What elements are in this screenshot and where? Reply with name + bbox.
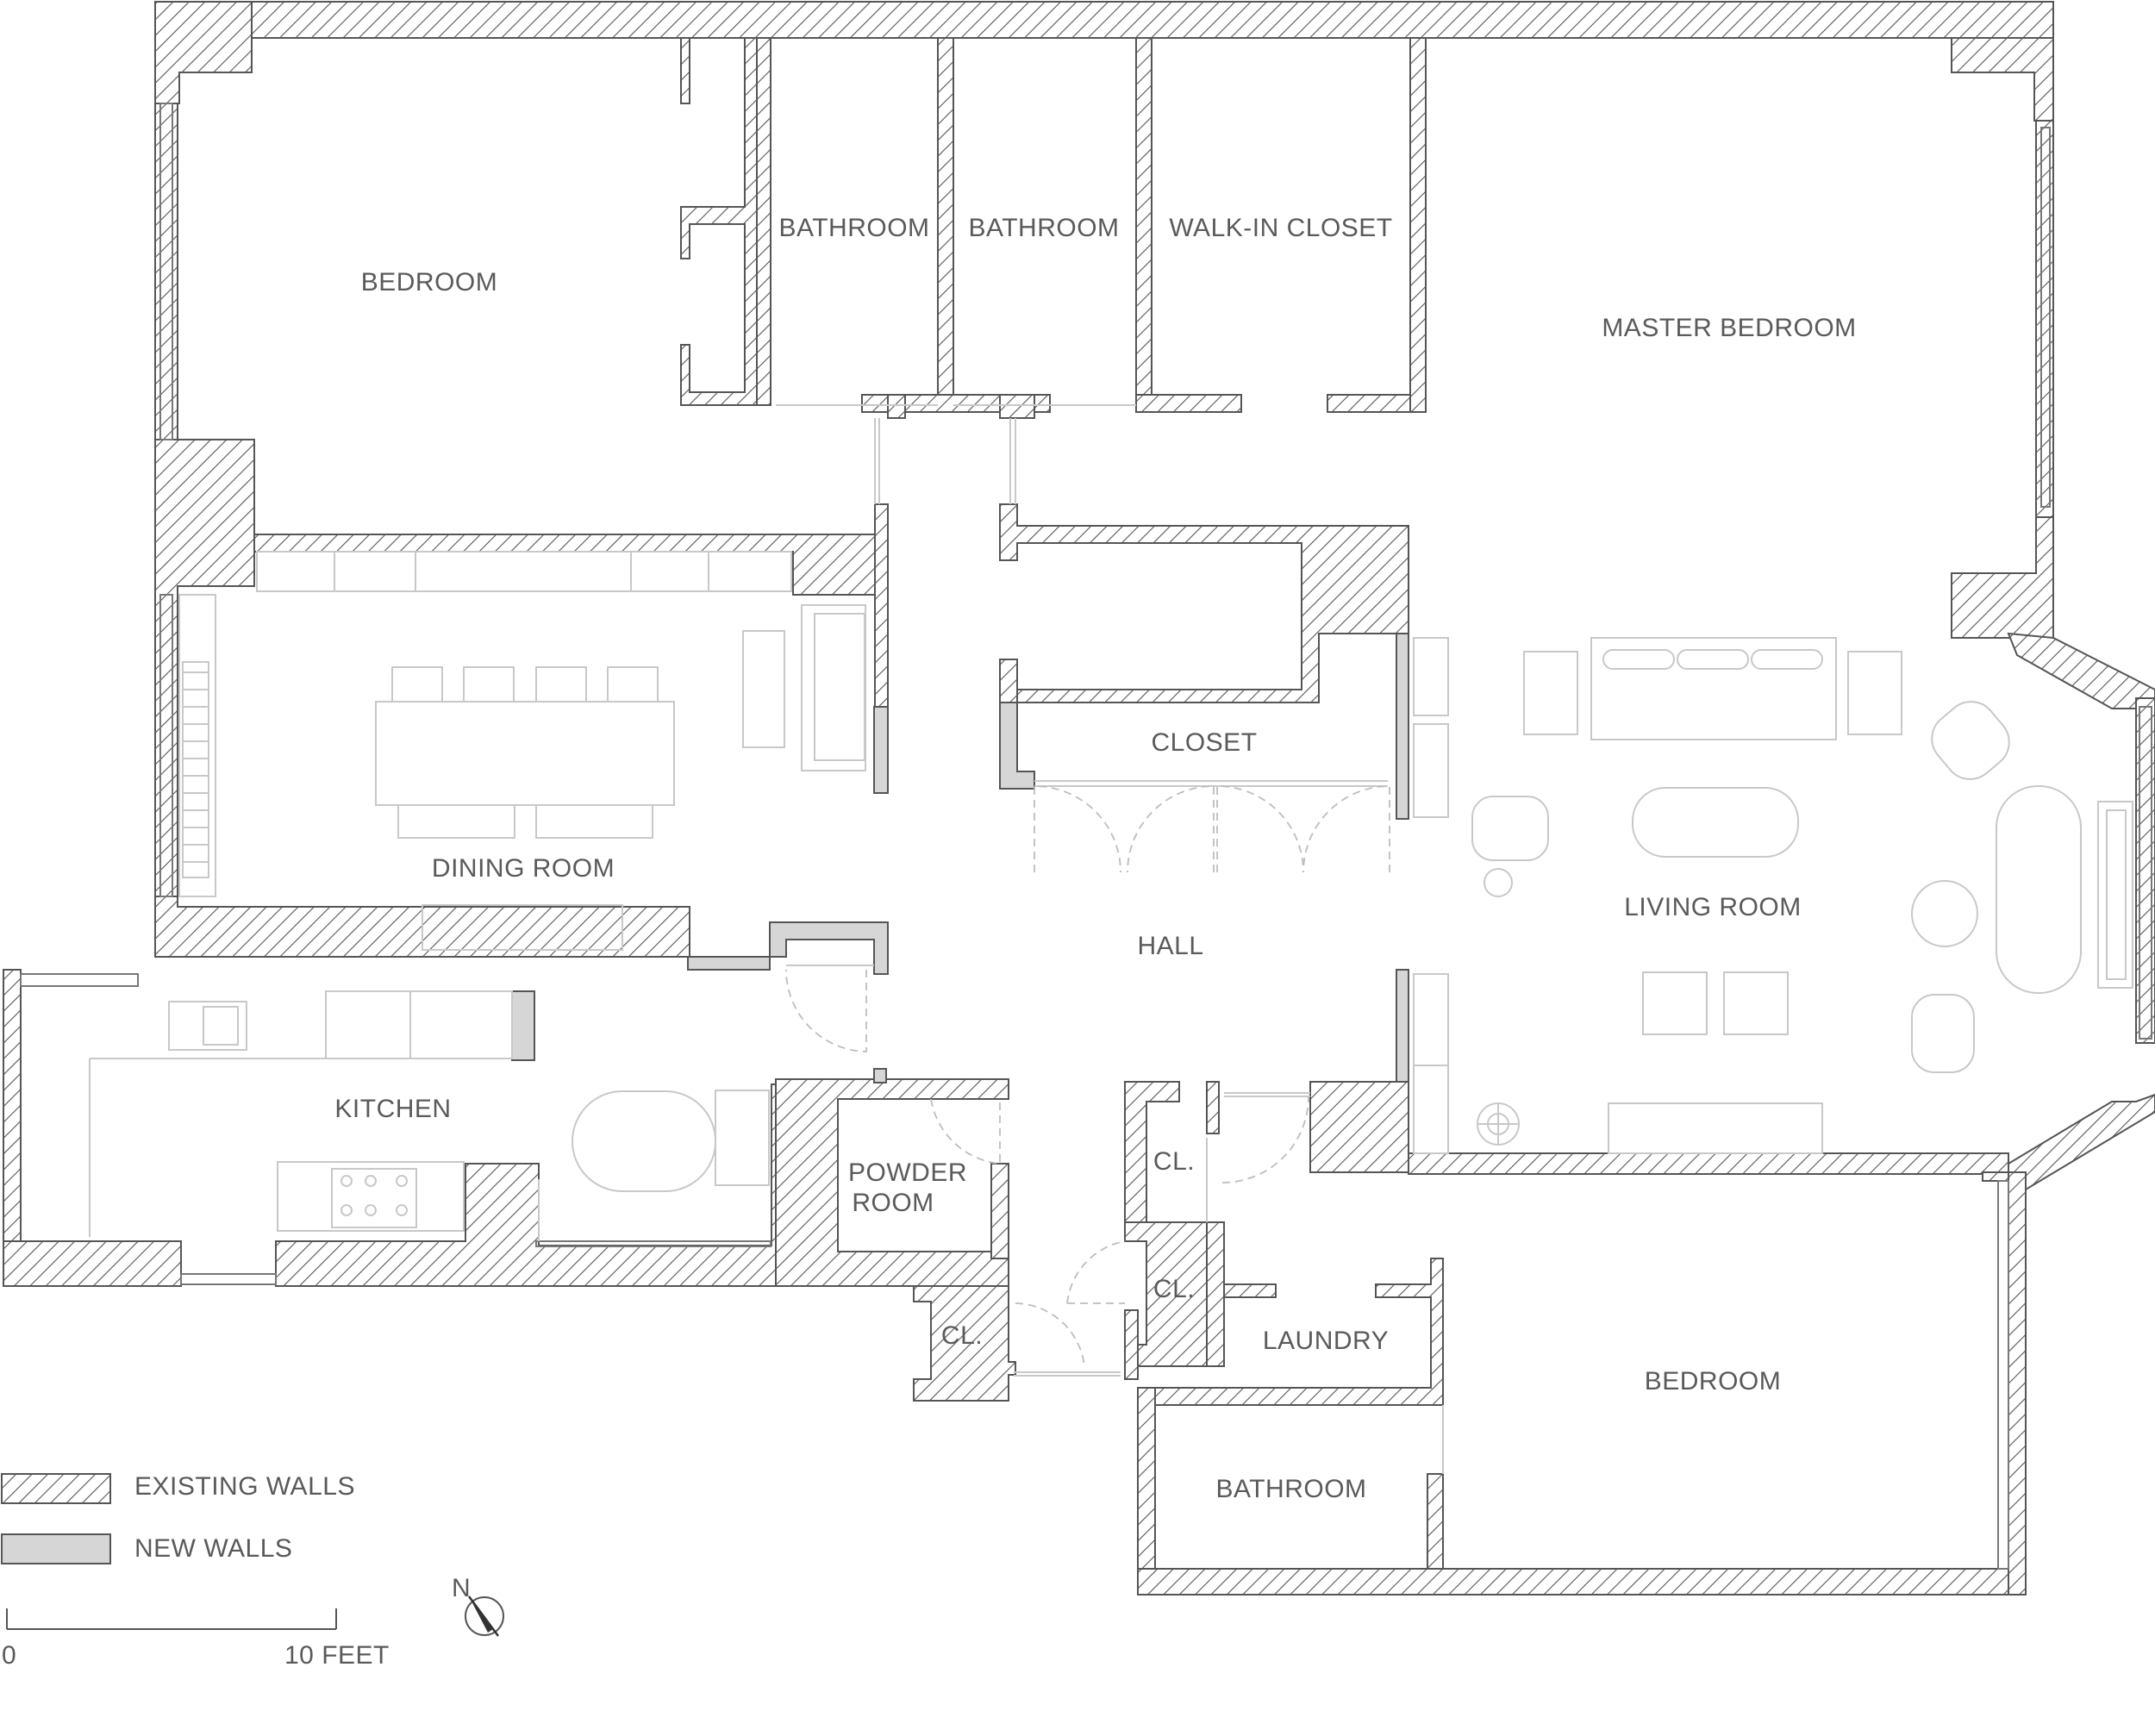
legend: EXISTING WALLS NEW WALLS	[1, 1472, 355, 1564]
label-powder-room-line1: POWDER	[848, 1158, 967, 1187]
label-powder-room-line2: ROOM	[852, 1189, 934, 1217]
north-label: N	[452, 1574, 471, 1602]
windows	[20, 103, 2152, 1570]
label-cl-3: CL.	[941, 1321, 983, 1350]
legend-existing-label: EXISTING WALLS	[134, 1472, 355, 1501]
label-cl-1: CL.	[1153, 1147, 1195, 1176]
label-laundry: LAUNDRY	[1263, 1327, 1389, 1355]
scale-bar	[6, 1608, 337, 1630]
door-swings	[785, 785, 1390, 1367]
legend-new-label: NEW WALLS	[134, 1534, 292, 1563]
label-bedroom-nw: BEDROOM	[361, 268, 498, 297]
north-arrow-icon	[465, 1595, 504, 1637]
scale-end-label: 10 FEET	[284, 1641, 390, 1670]
label-dining-room: DINING ROOM	[432, 854, 615, 883]
label-kitchen: KITCHEN	[334, 1095, 451, 1123]
label-cl-2: CL.	[1153, 1275, 1195, 1303]
legend-new-swatch	[1, 1533, 111, 1564]
label-hall: HALL	[1137, 932, 1203, 960]
scale-start-label: 0	[2, 1641, 16, 1670]
new-walls	[511, 633, 1409, 1083]
label-walk-in-closet: WALK-IN CLOSET	[1169, 214, 1392, 242]
label-bathroom-2: BATHROOM	[968, 214, 1119, 242]
label-closet: CLOSET	[1151, 728, 1257, 757]
label-bedroom-se: BEDROOM	[1645, 1367, 1782, 1396]
label-master-bedroom: MASTER BEDROOM	[1602, 314, 1856, 342]
legend-existing-swatch	[1, 1473, 111, 1504]
fixtures	[89, 404, 2133, 1474]
existing-walls	[3, 1, 2155, 1595]
label-bathroom-1: BATHROOM	[778, 214, 929, 242]
label-bathroom-3: BATHROOM	[1215, 1475, 1366, 1503]
room-labels: BEDROOM BATHROOM BATHROOM WALK-IN CLOSET…	[334, 214, 1856, 1503]
label-living-room: LIVING ROOM	[1624, 893, 1802, 921]
